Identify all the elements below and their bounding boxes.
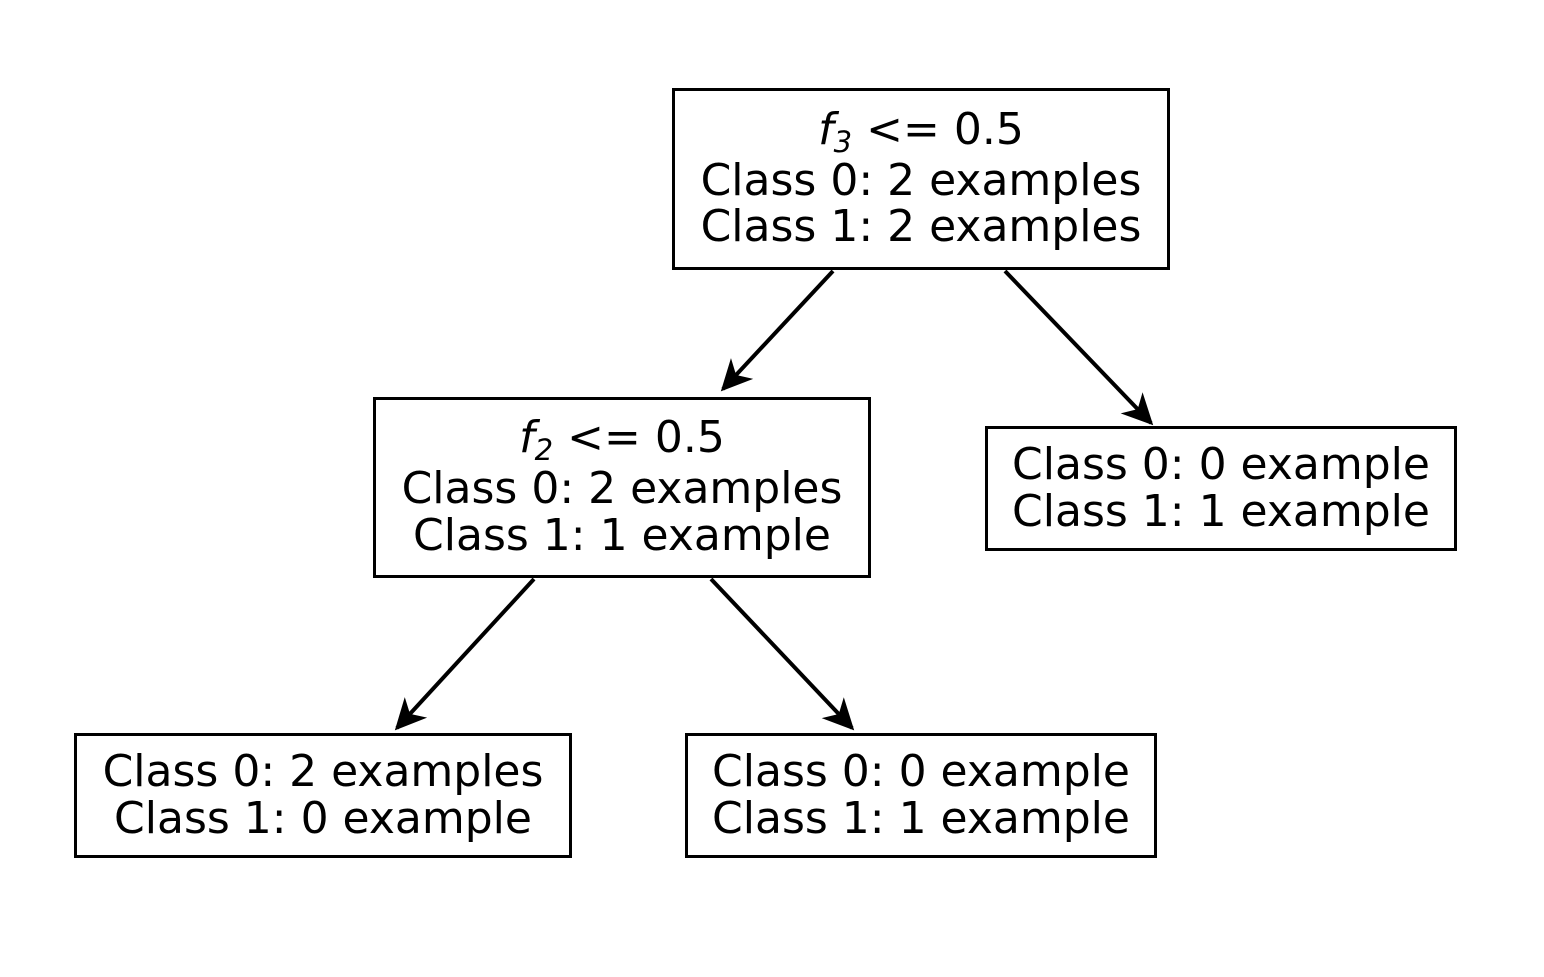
edge-root-to-leaf-a xyxy=(1003,269,1154,426)
edge-internal-to-leaf-c xyxy=(709,577,855,731)
internal-class1-count: Class 1: 1 example xyxy=(413,509,831,561)
root-condition: f3 <= 0.5 xyxy=(818,103,1024,160)
root-condition-threshold: 0.5 xyxy=(953,103,1024,155)
internal-condition-operator: <= xyxy=(567,412,641,464)
tree-node-leaf-b: Class 0: 2 examples Class 1: 0 example xyxy=(74,733,572,858)
root-condition-operator: <= xyxy=(866,103,940,155)
root-condition-feature: f xyxy=(818,103,834,155)
internal-condition: f2 <= 0.5 xyxy=(519,415,725,466)
leaf-b-class1-count: Class 1: 0 example xyxy=(114,792,532,844)
leaf-b-class0-count: Class 0: 2 examples xyxy=(102,745,544,797)
edge-root-to-internal xyxy=(720,269,835,392)
tree-node-leaf-c: Class 0: 0 example Class 1: 1 example xyxy=(685,733,1157,858)
leaf-a-class1-count: Class 1: 1 example xyxy=(1012,485,1430,537)
internal-class0-count: Class 0: 2 examples xyxy=(401,463,843,515)
tree-node-leaf-a: Class 0: 0 example Class 1: 1 example xyxy=(985,426,1457,551)
leaf-a-class0-count: Class 0: 0 example xyxy=(1012,438,1430,490)
root-class1-count: Class 1: 2 examples xyxy=(700,201,1142,253)
leaf-c-class1-count: Class 1: 1 example xyxy=(712,792,1130,844)
leaf-c-class0-count: Class 0: 0 example xyxy=(712,745,1130,797)
edge-internal-to-leaf-b xyxy=(394,577,536,731)
root-condition-subscript: 3 xyxy=(833,125,853,160)
internal-condition-threshold: 0.5 xyxy=(654,412,725,464)
tree-node-internal: f2 <= 0.5 Class 0: 2 examples Class 1: 1… xyxy=(373,397,871,578)
tree-node-root: f3 <= 0.5 Class 0: 2 examples Class 1: 2… xyxy=(672,88,1170,270)
root-class0-count: Class 0: 2 examples xyxy=(700,154,1142,206)
internal-condition-subscript: 2 xyxy=(534,433,554,468)
internal-condition-feature: f xyxy=(519,412,535,464)
